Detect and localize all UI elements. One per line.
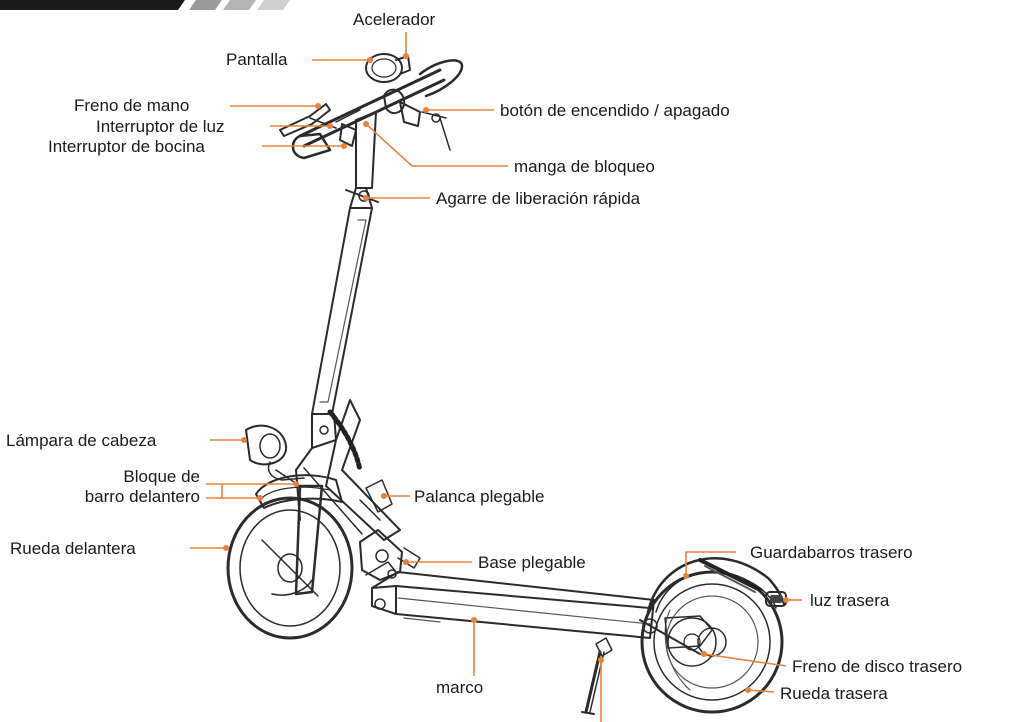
lower-stem <box>295 399 401 541</box>
label-interruptor-de-luz: Interruptor de luz <box>96 117 225 136</box>
leader-freno-disco <box>703 653 787 667</box>
front-fork <box>255 474 343 596</box>
label-pantalla: Pantalla <box>226 50 288 69</box>
folding-lever <box>359 479 393 521</box>
label-guardabarros-trasero: Guardabarros trasero <box>750 543 913 562</box>
label-bloque-de-barro-2: barro delantero <box>84 487 200 506</box>
label-freno-de-mano: Freno de mano <box>74 96 190 115</box>
label-marco: marco <box>436 678 484 697</box>
label-palanca-plegable: Palanca plegable <box>414 487 545 506</box>
callout-dots <box>223 53 789 693</box>
rear-wheel <box>640 570 784 714</box>
label-interruptor-de-bocina: Interruptor de bocina <box>48 137 205 156</box>
front-wheel <box>226 496 354 640</box>
leader-bloque-barro <box>206 483 296 499</box>
leader-rueda-trasera <box>747 689 775 693</box>
headlamp <box>245 424 305 487</box>
display <box>365 53 411 83</box>
scooter-drawing <box>226 53 787 715</box>
steering-column <box>355 111 377 189</box>
handlebar <box>291 59 464 160</box>
frame-deck <box>365 561 701 655</box>
label-lampara-de-cabeza: Lámpara de cabeza <box>6 431 157 450</box>
stem-tube <box>311 187 379 415</box>
label-bloque-de-barro-1: Bloque de <box>123 467 200 486</box>
label-freno-de-disco-trasero: Freno de disco trasero <box>792 657 963 676</box>
folding-base <box>359 529 421 581</box>
callout-leaders <box>190 32 802 722</box>
label-boton-encendido: botón de encendido / apagado <box>500 101 730 120</box>
label-luz-trasera: luz trasera <box>810 591 890 610</box>
label-acelerador: Acelerador <box>353 10 436 29</box>
label-manga-de-bloqueo: manga de bloqueo <box>514 157 655 176</box>
label-base-plegable: Base plegable <box>478 553 586 572</box>
header-decoration <box>0 0 290 10</box>
rear-disc-brake <box>664 615 717 667</box>
label-agarre-liberacion: Agarre de liberación rápida <box>436 189 641 208</box>
kickstand <box>581 637 613 715</box>
label-rueda-trasera: Rueda trasera <box>780 684 888 703</box>
leader-guardabarros <box>685 551 736 576</box>
leader-manga-bloqueo <box>365 123 508 167</box>
label-rueda-delantera: Rueda delantera <box>10 539 136 558</box>
